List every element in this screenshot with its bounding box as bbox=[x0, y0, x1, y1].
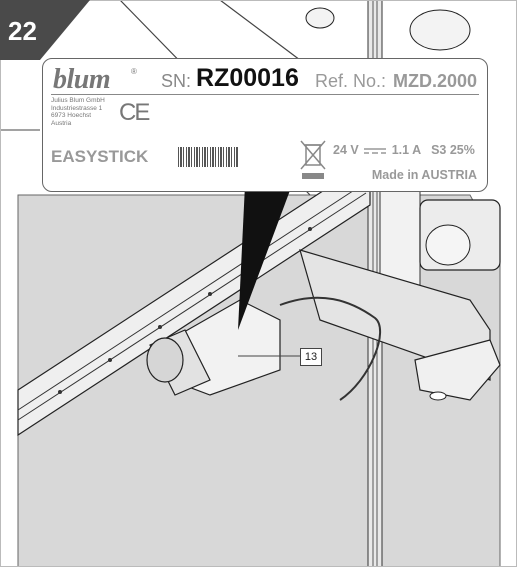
reference-number: MZD.2000 bbox=[393, 71, 478, 91]
current: 1.1 A bbox=[391, 143, 421, 157]
address-line: Industriestrasse 1 bbox=[51, 104, 103, 112]
crossed-out-bin-icon bbox=[300, 140, 326, 179]
electrical-specs: 24 V 1.1 A S3 25% bbox=[333, 143, 475, 157]
callout-label: 13 bbox=[300, 348, 322, 366]
origin-text: Made in AUSTRIA bbox=[371, 168, 477, 182]
direct-current-icon bbox=[364, 147, 387, 154]
product-name: EASYSTICK bbox=[51, 147, 149, 166]
ce-mark: CE bbox=[119, 99, 150, 126]
brand-logo: blum bbox=[53, 64, 111, 95]
duty-cycle: S3 25% bbox=[431, 143, 475, 157]
registered-mark: ® bbox=[131, 67, 137, 76]
barcode-icon bbox=[178, 147, 238, 167]
serial-number: RZ00016 bbox=[196, 64, 299, 92]
type-plate: blum ® SN: RZ00016 Ref. No.: MZD.2000 Ju… bbox=[42, 58, 488, 192]
voltage: 24 V bbox=[333, 143, 359, 157]
address-line: Julius Blum GmbH bbox=[51, 97, 105, 104]
divider bbox=[51, 94, 479, 95]
reference-label: Ref. No.: bbox=[315, 71, 387, 91]
serial-label: SN: bbox=[161, 71, 192, 91]
step-number: 22 bbox=[8, 16, 37, 46]
address-line: Austria bbox=[51, 119, 72, 127]
step-badge bbox=[0, 0, 90, 60]
address-line: 6973 Hoechst bbox=[51, 112, 92, 119]
manufacturer-address: Julius Blum GmbH Industriestrasse 1 6973… bbox=[51, 97, 105, 127]
